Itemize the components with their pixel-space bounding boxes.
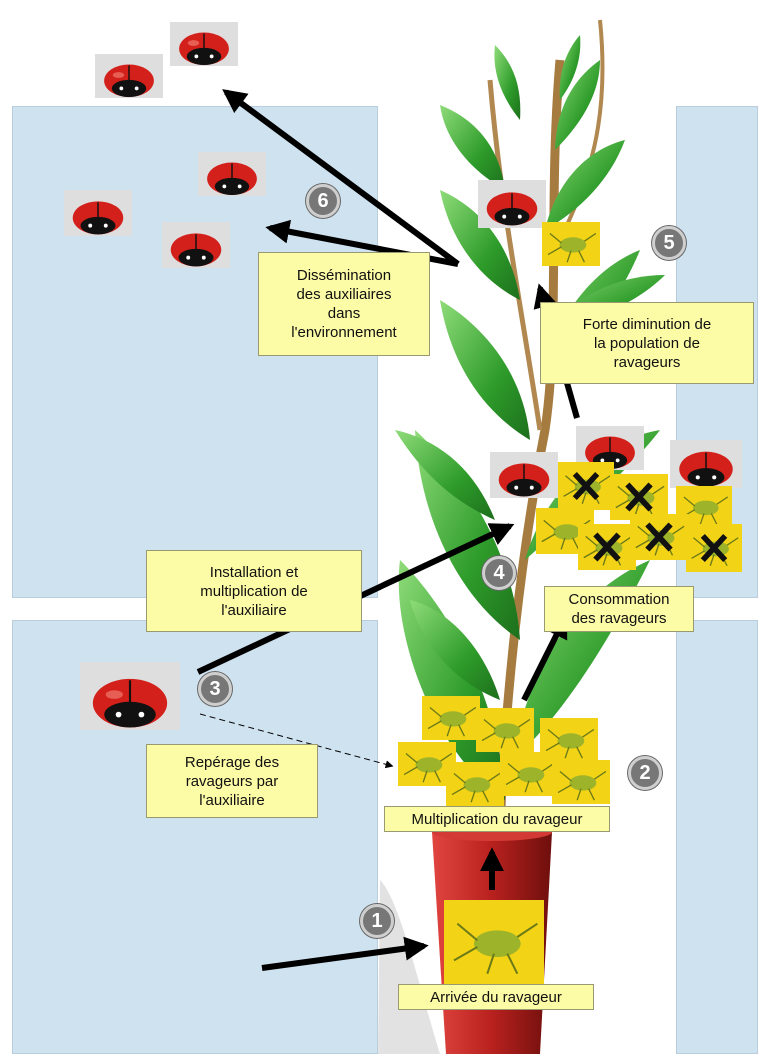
aphid-icon (500, 752, 558, 796)
ladybug-icon (478, 180, 546, 228)
arrow-detection (199, 713, 394, 769)
label-decrease: Forte diminution de la population de rav… (540, 302, 754, 384)
step-badge-1: 1 (360, 904, 394, 938)
aphid-icon (476, 708, 534, 752)
aphid-icon (558, 462, 614, 510)
label-installation: Installation et multiplication de l'auxi… (146, 550, 362, 632)
label-arrival: Arrivée du ravageur (398, 984, 594, 1010)
aphid-icon (630, 514, 688, 560)
aphid-icon (444, 900, 544, 984)
aphid-icon (552, 760, 610, 804)
step-badge-6: 6 (306, 184, 340, 218)
ladybug-icon (64, 190, 132, 236)
label-pest-multiplication: Multiplication du ravageur (384, 806, 610, 832)
ladybug-icon (198, 152, 266, 196)
aphid-icon (610, 474, 668, 520)
label-detection: Repérage des ravageurs par l'auxiliaire (146, 744, 318, 818)
arrow-arrival (261, 936, 429, 971)
ladybug-icon (170, 22, 238, 66)
ladybug-icon (80, 662, 180, 730)
bg-panel-bottom-left (12, 620, 378, 1054)
step-badge-2: 2 (628, 756, 662, 790)
arrow-dissemination-far (222, 89, 460, 267)
step-badge-4: 4 (482, 556, 516, 590)
step-badge-3: 3 (198, 672, 232, 706)
label-consumption: Consommation des ravageurs (544, 586, 694, 632)
ladybug-icon (670, 440, 742, 488)
label-dissemination: Dissémination des auxiliaires dans l'env… (258, 252, 430, 356)
ladybug-icon (490, 452, 558, 498)
aphid-icon (542, 222, 600, 266)
bg-panel-bottom-right (676, 620, 758, 1054)
aphid-icon (686, 524, 742, 572)
aphid-icon (422, 696, 480, 740)
aphid-icon (578, 524, 636, 570)
ladybug-icon (162, 222, 230, 268)
step-badge-5: 5 (652, 226, 686, 260)
aphid-icon (446, 762, 504, 806)
ladybug-icon (95, 54, 163, 98)
